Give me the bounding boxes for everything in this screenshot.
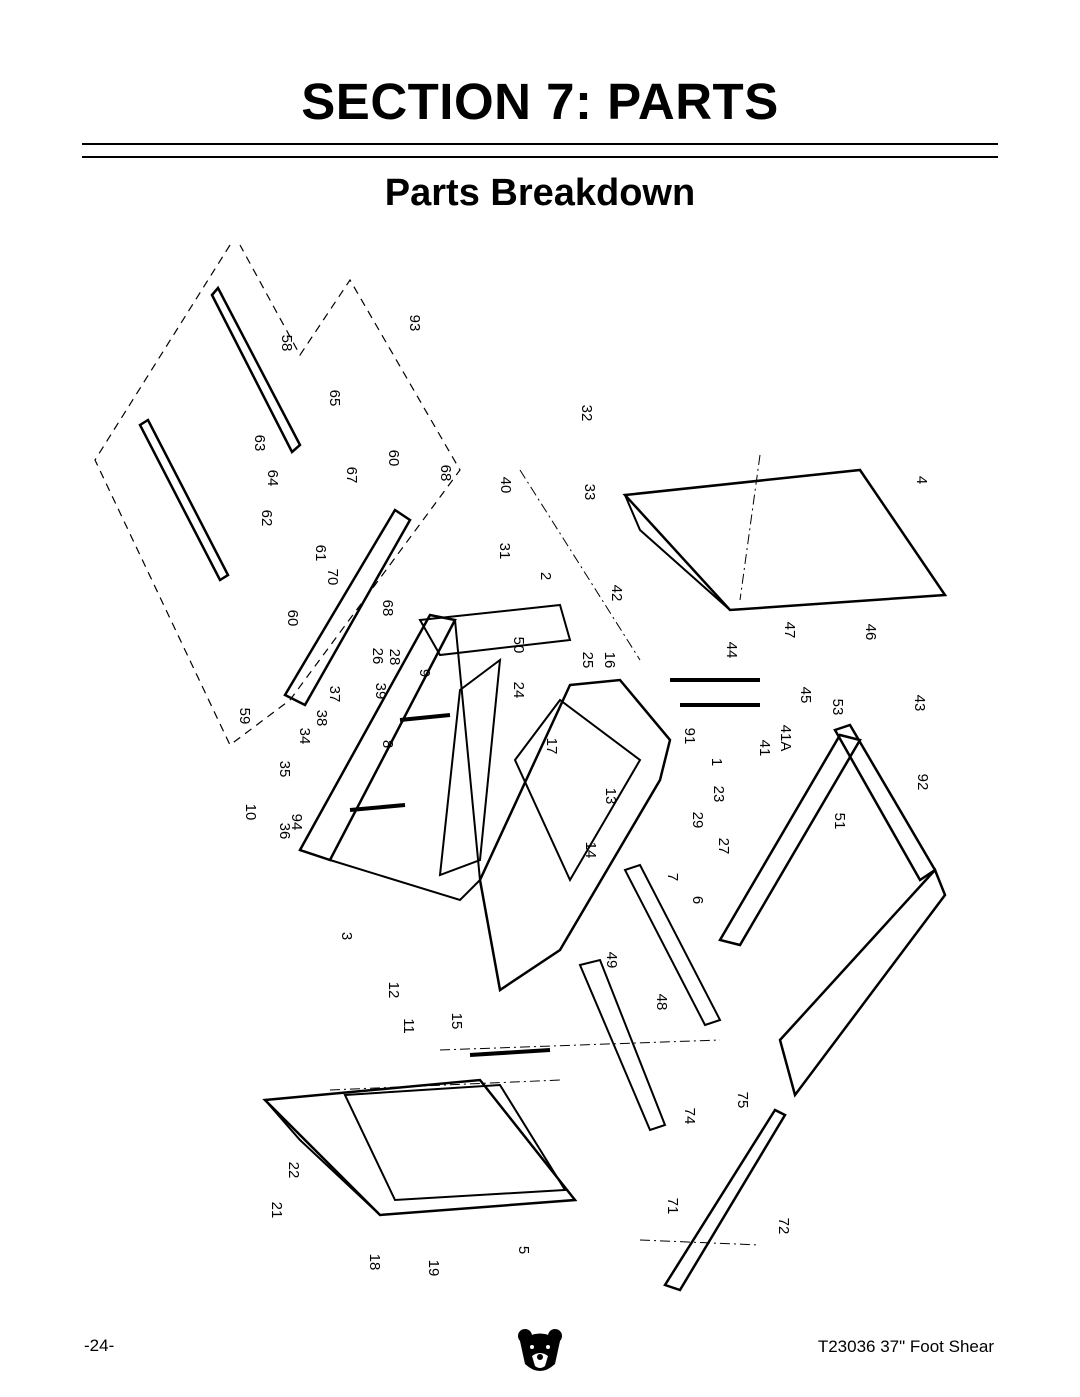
part-callout: 91 bbox=[681, 728, 698, 745]
part-callout: 23 bbox=[710, 786, 727, 803]
part-callout: 15 bbox=[448, 1013, 465, 1030]
part-callout: 14 bbox=[582, 842, 599, 859]
part-callout: 4 bbox=[913, 476, 930, 484]
part-callout: 11 bbox=[400, 1018, 417, 1034]
part-callout: 32 bbox=[578, 405, 595, 422]
part-callout: 47 bbox=[781, 622, 798, 639]
part-callout: 35 bbox=[276, 761, 293, 778]
part-callout: 26 bbox=[369, 648, 386, 665]
part-callout: 68 bbox=[437, 465, 454, 482]
part-callout: 60 bbox=[385, 450, 402, 467]
part-callout: 46 bbox=[862, 624, 879, 641]
part-callout: 2 bbox=[537, 572, 554, 580]
part-callout: 5 bbox=[515, 1246, 532, 1254]
part-callout: 12 bbox=[385, 982, 402, 999]
part-callout: 50 bbox=[510, 637, 527, 654]
part-callout: 59 bbox=[236, 708, 253, 725]
part-callout: 24 bbox=[510, 682, 527, 699]
parts-breakdown-heading: Parts Breakdown bbox=[384, 172, 696, 214]
model-name: T23036 37" Foot Shear bbox=[817, 1337, 994, 1356]
part-callout: 21 bbox=[268, 1202, 285, 1219]
part-callout: 16 bbox=[601, 652, 618, 669]
part-callout: 28 bbox=[386, 649, 403, 666]
part-callout: 67 bbox=[343, 467, 360, 484]
bear-head-logo bbox=[518, 1329, 562, 1371]
part-callout: 33 bbox=[581, 484, 598, 501]
part-callout: 63 bbox=[251, 435, 268, 452]
part-callout: 19 bbox=[425, 1260, 442, 1277]
part-callout: 34 bbox=[296, 728, 313, 745]
part-callout: 53 bbox=[829, 699, 846, 716]
part-callout: 75 bbox=[734, 1092, 751, 1109]
section-title: SECTION 7: PARTS bbox=[301, 73, 779, 130]
part-callout: 1 bbox=[708, 758, 725, 766]
part-callout: 62 bbox=[258, 510, 275, 527]
part-callout: 74 bbox=[681, 1108, 698, 1125]
part-callout: 9 bbox=[416, 669, 433, 677]
part-callout: 70 bbox=[324, 569, 341, 586]
part-callout: 94 bbox=[288, 814, 305, 831]
part-callout: 17 bbox=[543, 738, 560, 755]
part-callout: 93 bbox=[406, 315, 423, 332]
part-callout: 25 bbox=[579, 652, 596, 669]
part-callout: 8 bbox=[379, 740, 396, 748]
part-callout: 29 bbox=[689, 812, 706, 829]
part-callout: 42 bbox=[608, 585, 625, 602]
part-callout: 48 bbox=[653, 994, 670, 1011]
part-callout: 37 bbox=[326, 686, 343, 703]
part-callout: 71 bbox=[664, 1198, 681, 1215]
page-number: -24- bbox=[84, 1336, 115, 1355]
title-rule-bottom bbox=[82, 156, 998, 158]
part-callout: 51 bbox=[831, 813, 848, 830]
part-callout: 44 bbox=[723, 642, 740, 659]
part-callout: 36 bbox=[276, 823, 293, 840]
part-callout: 6 bbox=[689, 896, 706, 904]
part-callout: 64 bbox=[264, 470, 281, 487]
diagram-linework bbox=[94, 244, 948, 1292]
part-callout: 39 bbox=[372, 683, 389, 700]
part-callout: 41A bbox=[777, 725, 794, 752]
part-callout: 65 bbox=[326, 390, 343, 407]
part-callout: 49 bbox=[603, 952, 620, 969]
part-callout: 45 bbox=[797, 687, 814, 704]
part-callout: 38 bbox=[313, 710, 330, 727]
part-callout: 22 bbox=[285, 1162, 302, 1179]
part-callout: 60 bbox=[284, 610, 301, 627]
part-callout: 7 bbox=[664, 873, 681, 881]
part-callout: 58 bbox=[278, 335, 295, 352]
part-callout: 72 bbox=[775, 1218, 792, 1235]
title-rule-top bbox=[82, 143, 998, 145]
part-callout: 31 bbox=[496, 543, 513, 560]
part-callout: 18 bbox=[366, 1254, 383, 1271]
part-callout: 68 bbox=[379, 600, 396, 617]
part-callout: 61 bbox=[312, 545, 329, 562]
part-callout: 92 bbox=[914, 774, 931, 791]
part-callout: 13 bbox=[602, 788, 619, 805]
part-callout: 27 bbox=[715, 838, 732, 855]
part-callout: 41 bbox=[756, 740, 773, 757]
part-callout: 10 bbox=[242, 804, 259, 821]
part-callout: 3 bbox=[338, 932, 355, 940]
part-callout: 43 bbox=[911, 695, 928, 712]
part-callout: 40 bbox=[497, 477, 514, 494]
